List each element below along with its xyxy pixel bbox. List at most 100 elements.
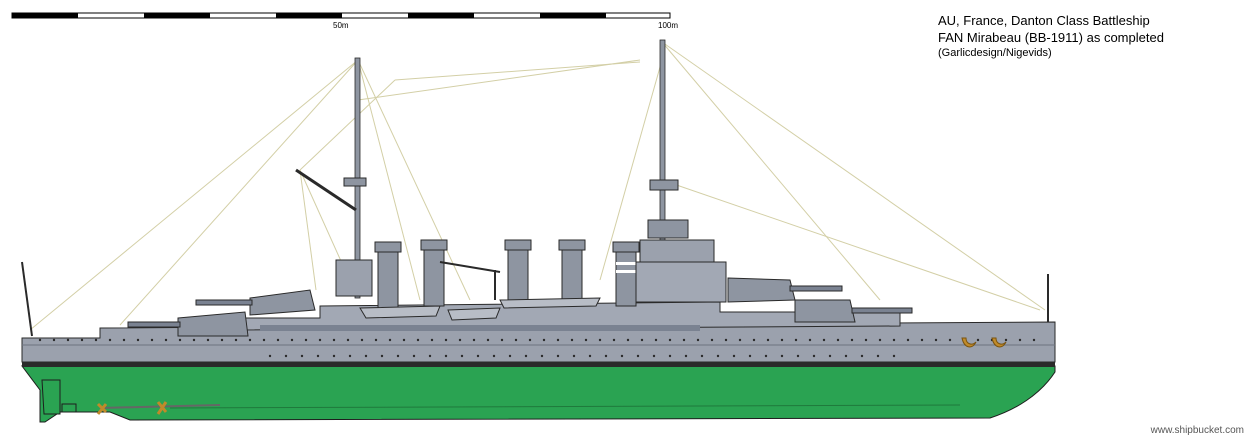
porthole	[764, 354, 768, 358]
porthole	[234, 338, 238, 342]
porthole	[416, 338, 420, 342]
porthole	[822, 338, 826, 342]
porthole	[524, 354, 528, 358]
porthole	[796, 354, 800, 358]
porthole	[920, 338, 924, 342]
porthole	[584, 338, 588, 342]
porthole	[402, 338, 406, 342]
porthole	[460, 354, 464, 358]
porthole	[304, 338, 308, 342]
porthole	[458, 338, 462, 342]
anchors	[961, 337, 1007, 348]
porthole	[38, 338, 42, 342]
porthole	[636, 354, 640, 358]
porthole	[668, 354, 672, 358]
porthole	[332, 354, 336, 358]
porthole	[492, 354, 496, 358]
porthole	[1018, 338, 1022, 342]
porthole	[150, 338, 154, 342]
title-line-3: (Garlicdesign/Nigevids)	[938, 47, 1052, 59]
porthole	[388, 338, 392, 342]
title-block: AU, France, Danton Class Battleship FAN …	[938, 12, 1164, 61]
rudder-and-propellers	[41, 379, 221, 415]
title-line-1: AU, France, Danton Class Battleship	[938, 13, 1150, 28]
porthole	[428, 354, 432, 358]
porthole	[640, 338, 644, 342]
boats	[359, 297, 601, 321]
porthole	[508, 354, 512, 358]
porthole	[412, 354, 416, 358]
porthole	[588, 354, 592, 358]
porthole	[794, 338, 798, 342]
porthole	[178, 338, 182, 342]
porthole	[752, 338, 756, 342]
porthole	[696, 338, 700, 342]
porthole	[652, 354, 656, 358]
porthole	[136, 338, 140, 342]
flagstaffs	[21, 261, 1049, 337]
porthole	[122, 338, 126, 342]
porthole	[700, 354, 704, 358]
porthole	[108, 338, 112, 342]
porthole	[812, 354, 816, 358]
porthole	[766, 338, 770, 342]
porthole	[430, 338, 434, 342]
scale-label-mid: 50m	[333, 21, 349, 30]
scale-bar	[11, 12, 671, 19]
porthole	[828, 354, 832, 358]
aft-mast	[295, 57, 373, 299]
porthole	[374, 338, 378, 342]
porthole	[876, 354, 880, 358]
hull-lower	[21, 365, 1056, 423]
porthole	[976, 338, 980, 342]
porthole	[948, 338, 952, 342]
porthole	[80, 338, 84, 342]
porthole	[1004, 338, 1008, 342]
porthole	[94, 338, 98, 342]
porthole	[612, 338, 616, 342]
title-line-2: FAN Mirabeau (BB-1911) as completed	[938, 30, 1164, 45]
porthole	[934, 338, 938, 342]
porthole	[346, 338, 350, 342]
porthole	[620, 354, 624, 358]
porthole	[570, 338, 574, 342]
porthole	[396, 354, 400, 358]
porthole	[710, 338, 714, 342]
porthole	[748, 354, 752, 358]
porthole	[514, 338, 518, 342]
hull-upper	[21, 321, 1056, 363]
porthole	[892, 338, 896, 342]
porthole	[732, 354, 736, 358]
porthole	[262, 338, 266, 342]
portholes	[38, 338, 1036, 358]
porthole	[716, 354, 720, 358]
porthole	[360, 338, 364, 342]
porthole	[738, 338, 742, 342]
porthole	[206, 338, 210, 342]
porthole	[1032, 338, 1036, 342]
porthole	[290, 338, 294, 342]
porthole	[220, 338, 224, 342]
porthole	[626, 338, 630, 342]
crane	[439, 261, 501, 300]
porthole	[860, 354, 864, 358]
porthole	[300, 354, 304, 358]
porthole	[486, 338, 490, 342]
fore-mast	[635, 39, 727, 303]
porthole	[268, 354, 272, 358]
porthole	[528, 338, 532, 342]
porthole	[164, 338, 168, 342]
watermark: www.shipbucket.com	[1150, 425, 1244, 436]
fore-main-turret	[727, 277, 913, 323]
porthole	[192, 338, 196, 342]
porthole	[844, 354, 848, 358]
porthole	[318, 338, 322, 342]
porthole	[654, 338, 658, 342]
porthole	[556, 338, 560, 342]
rigging-lines	[29, 41, 1046, 331]
porthole	[836, 338, 840, 342]
porthole	[380, 354, 384, 358]
porthole	[444, 354, 448, 358]
porthole	[542, 338, 546, 342]
